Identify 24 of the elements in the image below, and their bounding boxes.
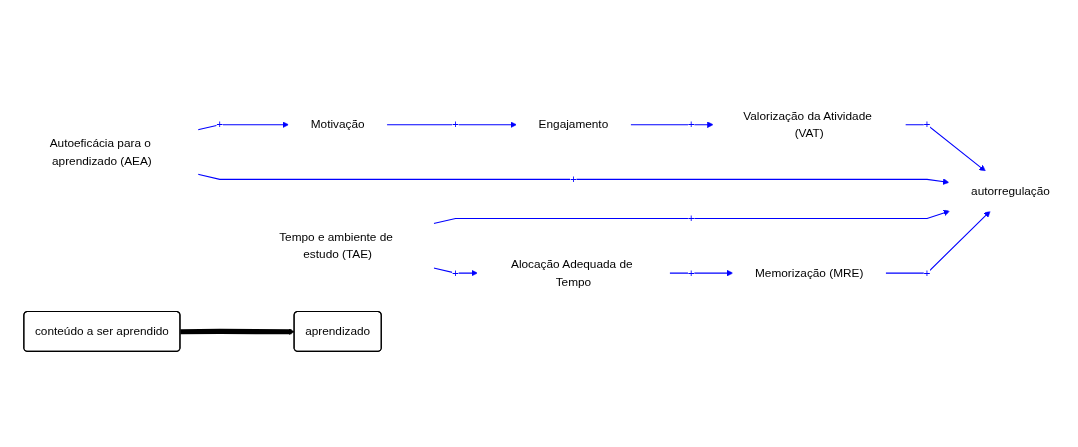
node-text: Autoeficácia para o aprendizado (AEA): [49, 136, 152, 167]
edge-label: +: [923, 117, 931, 131]
edge-label: +: [687, 211, 695, 225]
arrow: [668, 269, 734, 277]
node-text: Alocação Adequada de Tempo: [511, 257, 633, 288]
arrow: [904, 124, 986, 172]
arrow: [386, 121, 517, 128]
arrow: [629, 121, 714, 128]
edge-label: +: [687, 117, 695, 131]
node-text: Valorização da Atividade (VAT): [743, 109, 872, 140]
edge-label: +: [216, 117, 224, 131]
node-text: Motivação: [310, 117, 365, 131]
edge-label: +: [569, 172, 577, 186]
node-text: autorregulação: [971, 184, 1050, 197]
node-text: Engajamento: [538, 117, 609, 131]
edge-label: +: [687, 266, 695, 279]
arrow: [180, 328, 295, 335]
edge-label: +: [923, 266, 931, 279]
edge-label: +: [452, 266, 459, 279]
arrow: [884, 210, 991, 274]
arrow: [197, 121, 289, 131]
node-text: Tempo e ambiente de estudo (TAE): [279, 230, 393, 261]
edge-label: +: [452, 117, 459, 131]
node-text: Memorização (MRE): [755, 266, 864, 279]
